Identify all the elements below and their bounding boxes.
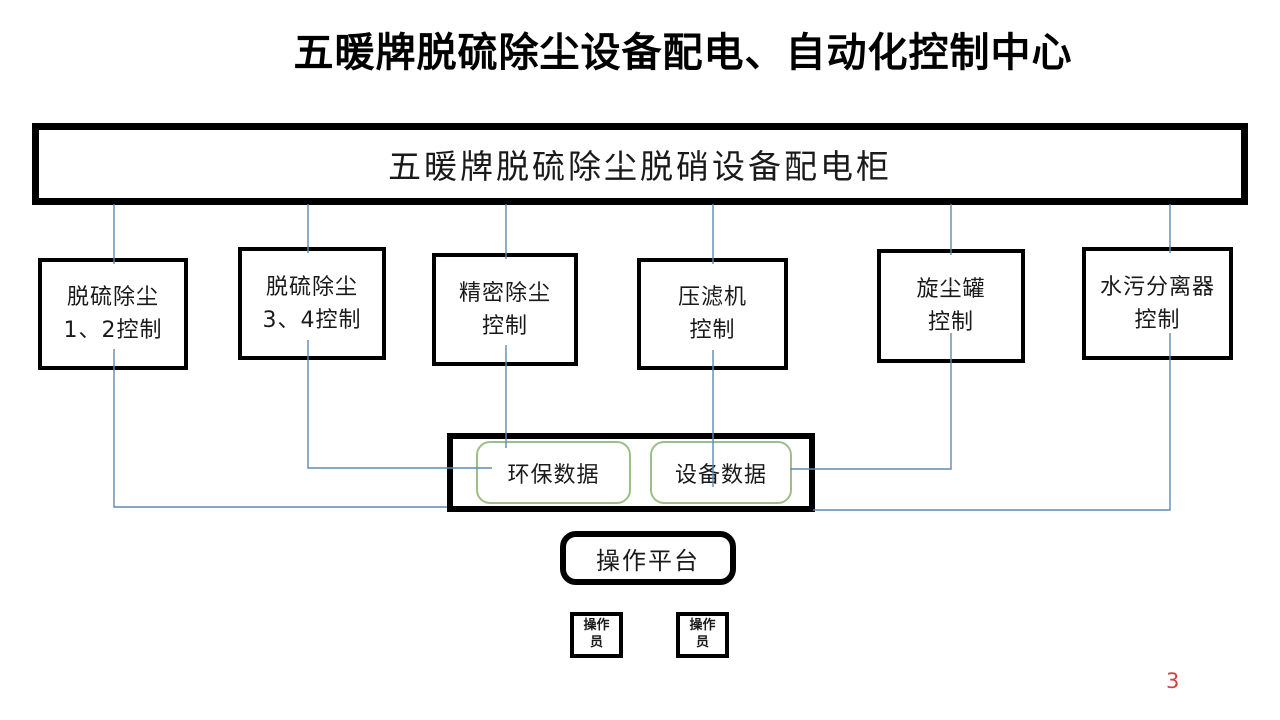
control-unit-label: 压滤机 (677, 285, 747, 310)
control-unit-label: 1、2控制 (63, 318, 163, 343)
control-unit-label: 控制 (927, 310, 974, 335)
control-unit-water-separator: 水污分离器 控制 (1082, 247, 1233, 360)
control-unit-desulf-1-2: 脱硫除尘 1、2控制 (38, 258, 188, 370)
operator-label: 操作 (583, 618, 610, 634)
operator-label: 员 (695, 635, 709, 650)
control-unit-desulf-3-4: 脱硫除尘 3、4控制 (238, 247, 386, 360)
control-unit-cyclone-tank: 旋尘罐 控制 (877, 249, 1025, 363)
page-number: 3 (1166, 669, 1180, 693)
main-cabinet-box: 五暖牌脱硫除尘脱硝设备配电柜 (32, 123, 1248, 205)
operator-box: 操作 员 (676, 612, 729, 658)
env-data-box: 环保数据 (476, 441, 631, 504)
operator-box: 操作 员 (570, 612, 623, 658)
operator-label: 员 (589, 635, 603, 650)
control-unit-precision-dust: 精密除尘 控制 (432, 253, 578, 366)
control-unit-label: 脱硫除尘 (265, 274, 358, 300)
control-unit-label: 旋尘罐 (916, 277, 986, 302)
control-unit-label: 精密除尘 (458, 280, 551, 306)
operation-platform-box: 操作平台 (560, 531, 736, 585)
operator-label: 操作 (689, 618, 716, 634)
control-unit-label: 脱硫除尘 (66, 285, 159, 310)
control-unit-label: 控制 (1134, 307, 1181, 333)
control-unit-filter-press: 压滤机 控制 (637, 258, 788, 370)
operation-platform-label: 操作平台 (596, 546, 700, 575)
control-unit-label: 3、4控制 (262, 307, 362, 333)
control-unit-label: 控制 (481, 313, 528, 339)
device-data-box: 设备数据 (650, 441, 792, 504)
page-title: 五暖牌脱硫除尘设备配电、自动化控制中心 (293, 30, 1073, 76)
control-unit-label: 控制 (689, 318, 736, 343)
env-data-label: 环保数据 (507, 462, 600, 488)
device-data-label: 设备数据 (674, 462, 767, 488)
control-unit-label: 水污分离器 (1099, 274, 1215, 300)
main-cabinet-label: 五暖牌脱硫除尘脱硝设备配电柜 (388, 147, 892, 186)
